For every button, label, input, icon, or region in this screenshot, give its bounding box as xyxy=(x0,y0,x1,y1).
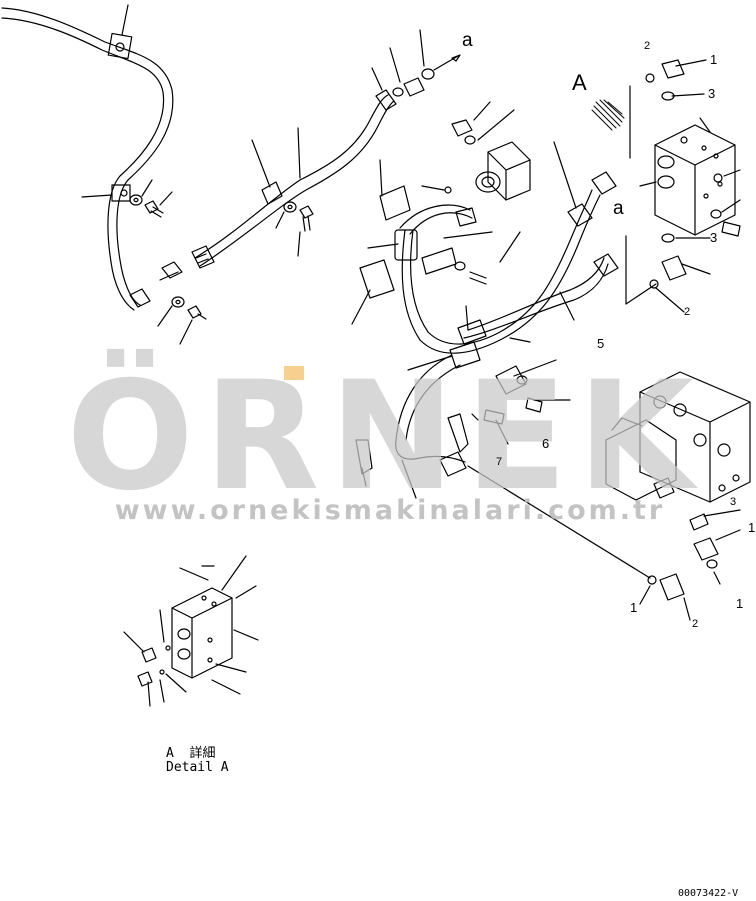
washer-left-2 xyxy=(157,296,185,327)
watermark-url: www.ornekismakinalari.com.tr xyxy=(114,495,666,526)
right-fittings xyxy=(439,171,619,477)
bolt-center xyxy=(297,205,314,257)
clamp-top-left xyxy=(107,4,133,60)
valve-upper-fittings xyxy=(625,59,741,313)
fitting-left-lower xyxy=(129,261,183,308)
callout-1c: 1 xyxy=(736,596,744,611)
washer-left-1 xyxy=(129,179,153,206)
callout-7: 7 xyxy=(496,456,503,468)
callout-3: 3 xyxy=(708,86,716,101)
callout-1: 1 xyxy=(710,52,718,67)
detail-caption-jp: A 詳細 xyxy=(166,742,216,761)
solenoid-block xyxy=(421,141,531,201)
hose-clamps-center xyxy=(359,185,487,369)
callout-2: 2 xyxy=(644,40,651,52)
valve-lower-fittings xyxy=(639,509,741,621)
arrow-ref-a: a xyxy=(462,30,473,51)
bolt-left-1 xyxy=(144,191,173,218)
clamp-center xyxy=(251,127,301,205)
drawing-number: 00073422-V xyxy=(678,888,739,899)
elbow-fitting-top xyxy=(451,101,515,145)
center-bolts xyxy=(355,261,543,475)
top-fitting-chain xyxy=(371,29,461,111)
bolt-left-2 xyxy=(179,305,207,345)
view-arrow-hatch xyxy=(591,99,625,131)
view-marker: A xyxy=(572,70,587,95)
hose-left-upper xyxy=(1,7,174,311)
leader-lines-center xyxy=(351,141,651,579)
detail-caption-en: Detail A xyxy=(166,760,229,775)
hose-bundle-center xyxy=(395,189,609,463)
callout-1b: 1 xyxy=(748,520,756,535)
detail-japanese: 詳細 xyxy=(189,746,216,761)
valve-block-lower-right xyxy=(605,371,751,503)
hose-end-fitting-lower xyxy=(191,245,215,269)
valve-block-upper-right xyxy=(639,124,736,236)
block-ref-a: a xyxy=(613,198,624,219)
detail-letter: A xyxy=(166,746,174,761)
washer-center xyxy=(275,201,297,229)
callout-1d: 1 xyxy=(630,600,638,615)
watermark xyxy=(284,366,304,380)
callout-2b: 2 xyxy=(684,306,691,318)
callout-2c: 2 xyxy=(692,618,699,630)
callout-6: 6 xyxy=(542,436,550,451)
clamp-left-mid xyxy=(81,184,131,202)
callout-5: 5 xyxy=(597,336,605,351)
detail-a-valve xyxy=(123,555,259,707)
watermark-dot-2 xyxy=(284,366,304,380)
callout-3c: 3 xyxy=(730,496,737,508)
watermark-brand: ÖRNEK xyxy=(66,350,704,524)
hose-center-top xyxy=(194,94,395,267)
callout-3b: 3 xyxy=(710,230,718,245)
